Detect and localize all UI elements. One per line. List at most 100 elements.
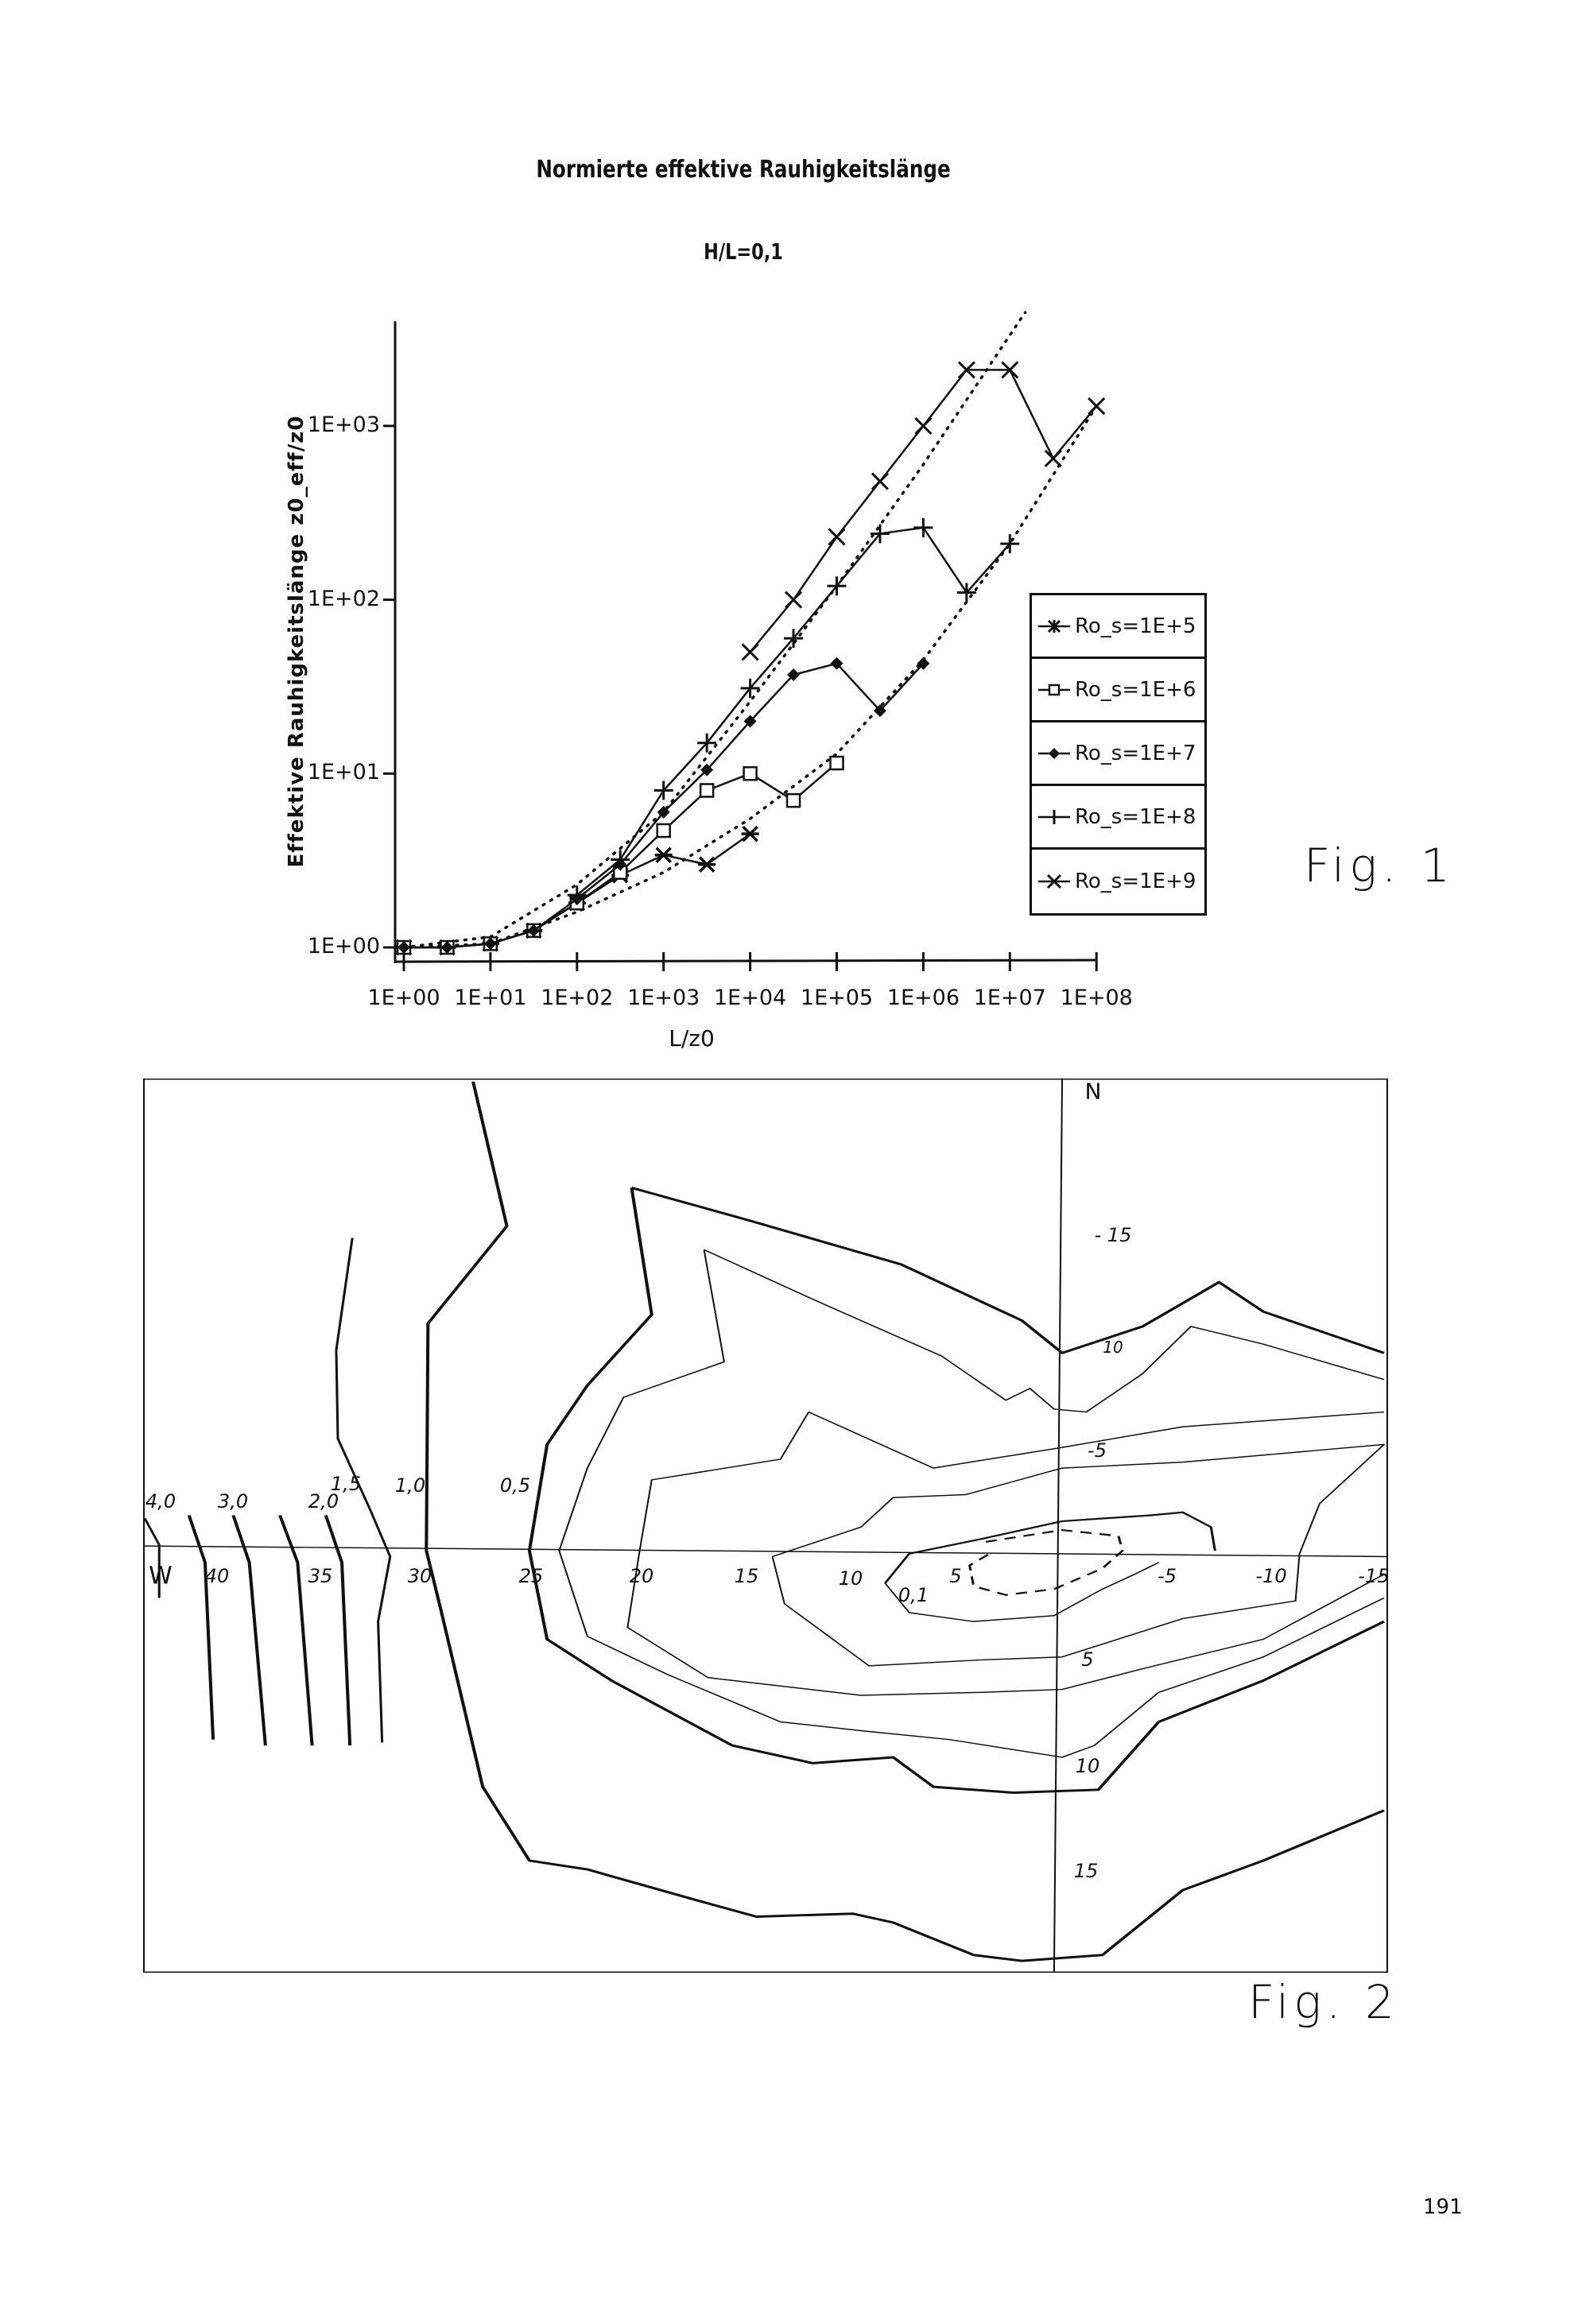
- data-point: [483, 937, 497, 951]
- y-tick-label: 1E+00: [307, 934, 380, 959]
- axis-label: -15: [1358, 1565, 1390, 1587]
- contour-line: [231, 1515, 267, 1746]
- west-label: W: [149, 1562, 173, 1590]
- contour-line: [704, 1249, 1385, 1413]
- contour-line: [527, 1187, 1386, 1794]
- contour-map: [143, 1079, 1388, 1973]
- axis-label: -10: [1255, 1565, 1287, 1587]
- asterisk-marker-icon: [1038, 619, 1070, 633]
- chart-legend: Ro_s=1E+5 Ro_s=1E+6 Ro_s=1E+7 Ro_s=1E+8 …: [1030, 593, 1207, 916]
- data-point: [1000, 534, 1020, 554]
- contour-label: 3,0: [217, 1490, 249, 1513]
- chart-title: Normierte effektive Rauhigkeitslänge: [536, 156, 951, 184]
- axis-label: -5: [1088, 1439, 1107, 1462]
- contour-line: [558, 1249, 1385, 1758]
- y-tick-label: 1E+02: [307, 586, 380, 611]
- contour-line: [808, 1411, 1385, 1469]
- axis-label: 25: [518, 1565, 544, 1587]
- axis-label: 10: [838, 1567, 863, 1590]
- x-tick-label: 1E+01: [454, 986, 527, 1010]
- y-tick-label: 1E+03: [307, 412, 380, 437]
- contour-line: [884, 1511, 1216, 1584]
- reference-curve: [402, 311, 1027, 949]
- x-tick-label: 1E+05: [800, 986, 874, 1010]
- data-point: [740, 678, 760, 698]
- contour-line: [278, 1515, 314, 1746]
- data-point: [1001, 361, 1019, 379]
- legend-label: Ro_s=1E+9: [1075, 870, 1196, 893]
- axis-label: 30: [407, 1565, 432, 1587]
- legend-label: Ro_s=1E+7: [1075, 741, 1196, 765]
- axis-label: - 15: [1094, 1224, 1132, 1246]
- diamond-marker-icon: [1038, 747, 1070, 759]
- axis-label: 5: [949, 1565, 962, 1587]
- data-point: [873, 704, 886, 718]
- axis-label: 10: [1103, 1338, 1123, 1357]
- chart-subtitle: H/L=0,1: [704, 238, 783, 265]
- contour-label: 2,0: [308, 1490, 339, 1513]
- axis-label: 40: [204, 1565, 230, 1587]
- x-tick-label: 1E+06: [886, 986, 960, 1010]
- data-point: [827, 576, 847, 596]
- series-line: [576, 526, 1011, 897]
- data-point: [699, 783, 715, 798]
- axis-label: 10: [1075, 1755, 1100, 1777]
- y-tick-label: 1E+01: [307, 760, 380, 785]
- x-tick-label: 1E+07: [973, 986, 1046, 1010]
- x-tick-label: 1E+03: [627, 986, 700, 1010]
- axis-label: 15: [1073, 1860, 1099, 1882]
- contour-label: 4,0: [145, 1490, 176, 1513]
- legend-item: Ro_s=1E+6: [1032, 659, 1204, 722]
- x-tick-label: 1E+00: [367, 986, 440, 1010]
- data-point: [784, 629, 804, 649]
- plus-marker-icon: [1038, 809, 1070, 824]
- square-marker-icon: [1038, 684, 1070, 695]
- data-point: [743, 766, 758, 781]
- legend-item: Ro_s=1E+5: [1032, 595, 1204, 659]
- data-point: [657, 805, 670, 819]
- data-point: [957, 361, 975, 379]
- axis-label: 15: [734, 1565, 759, 1587]
- data-point: [785, 792, 801, 808]
- legend-item: Ro_s=1E+9: [1032, 850, 1204, 913]
- contour-line: [968, 1528, 1124, 1596]
- contour-line: [324, 1515, 352, 1746]
- x-axis-label: L/z0: [669, 1025, 715, 1052]
- chart-plot: [383, 311, 1106, 971]
- series-line: [404, 662, 925, 949]
- x-tick-label: 1E+04: [713, 986, 787, 1010]
- legend-item: Ro_s=1E+7: [1032, 722, 1204, 786]
- contour-line: [425, 1081, 1385, 1962]
- data-point: [829, 755, 844, 771]
- data-point: [913, 517, 933, 537]
- data-point: [697, 733, 717, 753]
- figure-2-label: Fig. 2: [1248, 1975, 1399, 2029]
- x-marker-icon: [1038, 873, 1070, 889]
- north-label: N: [1084, 1078, 1102, 1105]
- contour-line: [884, 1562, 1160, 1622]
- data-point: [830, 657, 843, 670]
- data-point: [784, 591, 803, 609]
- data-point: [743, 715, 757, 728]
- data-point: [440, 941, 454, 954]
- data-point: [1044, 449, 1062, 467]
- axis-label: 5: [1081, 1648, 1094, 1671]
- data-point: [700, 763, 714, 777]
- data-point: [398, 941, 410, 954]
- x-axis: [394, 959, 1097, 963]
- contour-line: [771, 1443, 1385, 1667]
- contour-label: 0,5: [499, 1474, 531, 1497]
- data-point: [698, 856, 716, 873]
- data-point: [741, 825, 759, 842]
- contour-line: [335, 1238, 392, 1743]
- data-point: [741, 643, 759, 661]
- data-point: [1088, 397, 1106, 416]
- data-point: [828, 528, 846, 546]
- axis-label: 20: [629, 1565, 654, 1587]
- data-point: [787, 668, 801, 682]
- figure-1-label: Fig. 1: [1304, 839, 1455, 893]
- data-point: [956, 583, 976, 602]
- ns-axis: [1053, 1079, 1064, 1973]
- contour-label: 1,0: [394, 1474, 426, 1497]
- contour-line: [187, 1515, 215, 1740]
